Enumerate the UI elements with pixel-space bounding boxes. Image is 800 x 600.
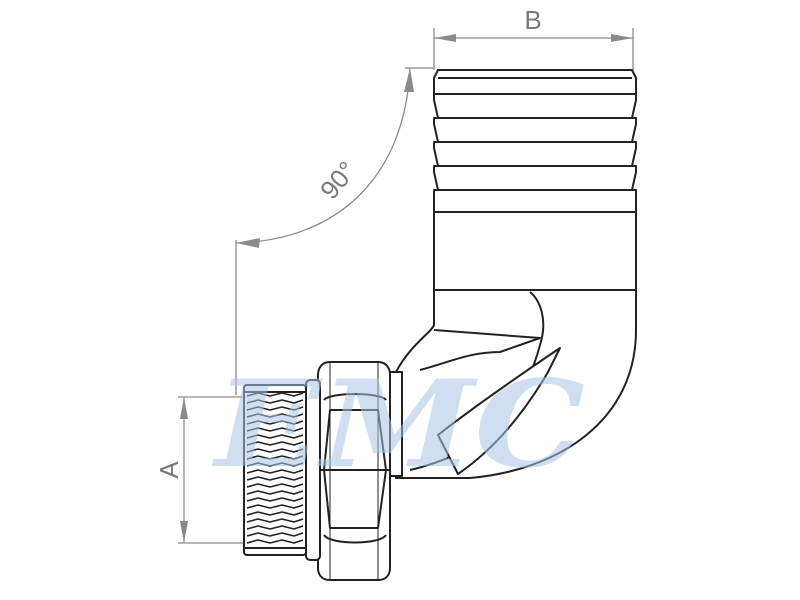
nut-chamfer-1	[323, 393, 387, 401]
thread-lines	[246, 392, 304, 544]
thread-line	[246, 504, 304, 509]
elbow-bore-top	[419, 329, 541, 371]
thread-line	[246, 490, 304, 495]
dimension-b-arrow-right	[611, 34, 633, 42]
thread-line	[246, 392, 304, 397]
barb-2	[433, 93, 637, 119]
dimension-b	[433, 28, 634, 70]
barb-5	[433, 165, 637, 191]
thread-line	[246, 413, 304, 418]
barb-4	[433, 141, 637, 167]
thread-line	[246, 497, 304, 502]
dimension-b-label: B	[524, 5, 541, 35]
dimension-a	[178, 396, 244, 544]
thread-line	[246, 420, 304, 425]
thread-line	[246, 427, 304, 432]
fitting-body	[243, 69, 637, 581]
thread-line	[246, 448, 304, 453]
elbow-bore-cut	[437, 347, 561, 475]
hex-nut	[317, 361, 391, 581]
thread-line	[246, 483, 304, 488]
thread-line	[246, 525, 304, 530]
dimension-a-arrow-top	[180, 397, 188, 419]
hose-barbs	[433, 69, 637, 191]
threaded-end	[243, 384, 307, 556]
thread-line	[246, 406, 304, 411]
angle-arc	[235, 67, 411, 244]
thread-line	[246, 476, 304, 481]
thread-line	[246, 469, 304, 474]
thread-line	[246, 399, 304, 404]
thread-line	[246, 518, 304, 523]
thread-line	[246, 462, 304, 467]
dimension-a-arrow-bottom	[180, 521, 188, 543]
dimension-angle	[235, 67, 434, 395]
thread-line	[246, 455, 304, 460]
watermark-logo: EMC	[212, 354, 585, 495]
hose-tube	[433, 189, 637, 291]
angle-arrow-top	[404, 68, 414, 92]
swivel-neck	[389, 371, 403, 477]
thread-line	[246, 539, 304, 544]
angle-label: 90°	[314, 156, 362, 205]
thread-line	[246, 532, 304, 537]
nut-chamfer-2	[323, 534, 387, 544]
thread-line	[246, 441, 304, 446]
thread-line	[246, 434, 304, 439]
dimension-a-label: A	[154, 461, 184, 479]
thread-line	[246, 511, 304, 516]
barb-1	[433, 69, 637, 95]
dimension-b-arrow-left	[434, 34, 456, 42]
angle-arrow-left	[236, 238, 260, 248]
barb-3	[433, 117, 637, 143]
